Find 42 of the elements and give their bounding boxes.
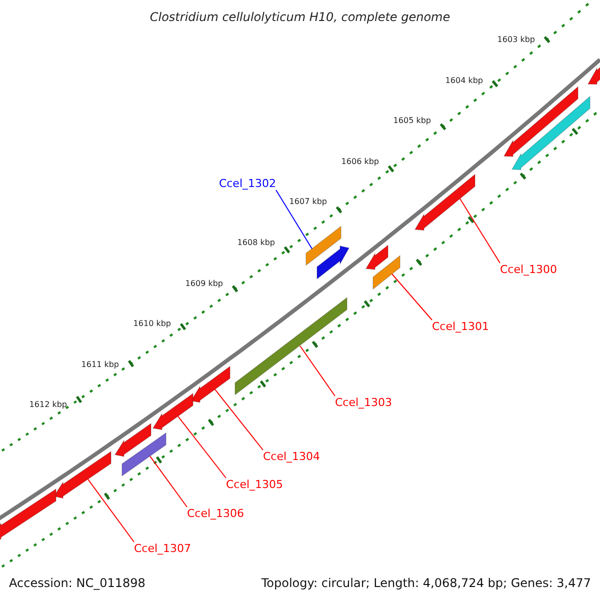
gene-label: Ccel_1300 xyxy=(500,263,558,276)
gene-label: Ccel_1303 xyxy=(335,396,392,409)
gene-feature xyxy=(414,174,476,231)
scale-label: 1607 kbp xyxy=(289,196,327,208)
leader-line xyxy=(88,478,134,542)
gene-feature xyxy=(152,392,194,430)
leader-line xyxy=(392,274,432,320)
scale-label: 1606 kbp xyxy=(341,156,379,167)
leader-line xyxy=(214,388,264,450)
gene-feature xyxy=(190,366,230,403)
gene-feature xyxy=(504,86,578,157)
gene-feature xyxy=(54,450,112,499)
gene-label: Ccel_1304 xyxy=(263,450,320,463)
gene-feature xyxy=(114,422,152,457)
gene-feature xyxy=(234,297,348,396)
gene-feature xyxy=(316,246,350,280)
scale-label: 1604 kbp xyxy=(445,74,483,86)
scale-label: 1609 kbp xyxy=(185,278,223,289)
scale-label: 1610 kbp xyxy=(133,318,171,330)
gene-feature xyxy=(122,432,166,476)
genome-info-text: Topology: circular; Length: 4,068,724 bp; Genes: 3,477 xyxy=(261,576,591,590)
accession-text: Accession: NC_011898 xyxy=(9,576,146,590)
leader-line xyxy=(460,198,500,264)
gene-feature xyxy=(306,226,342,266)
gene-feature xyxy=(372,254,400,290)
leader-line xyxy=(178,416,226,478)
gene-label: Ccel_1306 xyxy=(187,507,244,520)
gene-label: Ccel_1302 xyxy=(218,177,276,190)
gene-label: Ccel_1307 xyxy=(134,542,192,555)
leader-line xyxy=(300,345,336,396)
gene-feature xyxy=(0,488,56,540)
title: Clostridium cellulolyticum H10, complete genome xyxy=(150,10,450,24)
scale-label: 1605 kbp xyxy=(393,115,431,126)
scale-label: 1608 kbp xyxy=(237,237,275,248)
gene-feature xyxy=(512,96,590,170)
scale-label: 1612 kbp xyxy=(29,399,67,410)
leader-line xyxy=(150,456,188,508)
gene-feature xyxy=(366,244,388,270)
scale-label: 1611 kbp xyxy=(81,358,119,370)
gene-label: Ccel_1305 xyxy=(226,478,284,491)
scale-label: 1603 kbp xyxy=(497,34,535,45)
gene-label: Ccel_1301 xyxy=(432,320,490,333)
